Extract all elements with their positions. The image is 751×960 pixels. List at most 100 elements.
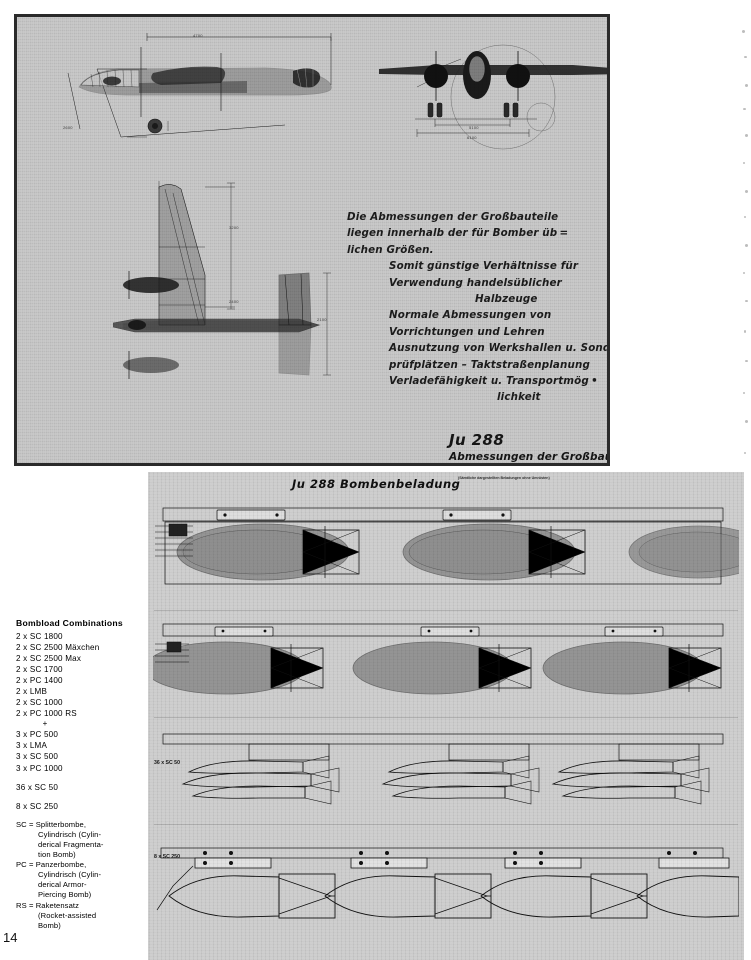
bomb-shape	[628, 525, 739, 579]
bombload-item: 3 x PC 1000	[16, 763, 63, 773]
figure-title: Ju 288	[449, 431, 505, 449]
caption-line: Halbzeuge	[475, 293, 538, 306]
scan-speckle	[744, 216, 746, 218]
caption-line: Ausnutzung von Werkshallen u. Sonder-	[389, 342, 610, 355]
glossary-definition-line: Piercing Bomb)	[38, 890, 92, 900]
glossary-term: SC = Splitterbombe,	[16, 819, 87, 829]
caption-line: lichkeit	[497, 391, 541, 404]
caption-line: Normale Abmessungen von	[389, 309, 552, 322]
side-elevation-drawing	[67, 33, 332, 138]
scan-speckle	[744, 56, 747, 58]
glossary-definition-line: Bomb)	[38, 920, 61, 930]
bomb-small	[324, 873, 492, 919]
scan-speckle	[743, 392, 745, 394]
glossary-definition-line: (Rocket-assisted	[38, 910, 97, 920]
scan-speckle	[745, 244, 748, 247]
glossary-term: PC = Panzerbombe,	[16, 860, 87, 870]
bombload-item: 3 x LMA	[16, 741, 48, 751]
dimension-label-plan-b: 2400	[229, 299, 239, 304]
glossary-entry: SC = Splitterbombe,Cylindrisch (Cylin-de…	[16, 820, 144, 860]
figure-title-block: Ju 288 Abmessungen der Großbauteile	[449, 431, 607, 463]
scan-speckle	[743, 272, 745, 274]
fuselage-plan	[113, 318, 320, 333]
scan-speckle	[745, 190, 748, 193]
scan-speckle	[745, 84, 748, 87]
top-figure-drawing-area: 4700 2600	[17, 17, 607, 463]
caption-line: lichen Größen.	[347, 243, 434, 256]
bombload-item: 3 x PC 500	[16, 730, 59, 740]
scan-speckle	[745, 300, 748, 302]
bomb-shape	[542, 641, 722, 695]
bombload-item: 2 x SC 2500 Mäxchen	[16, 642, 100, 652]
bombload-figure-title: Ju 288 Bombenbeladung	[292, 477, 461, 491]
bombload-group-c: 36 x SC 50	[16, 782, 144, 793]
scan-speckle	[745, 360, 748, 362]
bombload-panel-title: Bombload Combinations	[16, 618, 123, 628]
bombload-item: 2 x LMB	[16, 686, 48, 696]
scan-speckle	[745, 420, 748, 423]
caption-line: Somit günstige Verhältnisse für	[389, 260, 579, 273]
bombload-item: 8 x SC 250	[16, 801, 59, 811]
tailplane-plan	[278, 272, 312, 326]
bombload-item: 2 x PC 1000 RS	[16, 709, 77, 719]
bombload-item: 2 x SC 1000	[16, 698, 63, 708]
dimension-label-track: 5100	[469, 125, 479, 130]
row-3-label: 36 x SC 50	[154, 760, 180, 766]
bombload-row-1	[155, 507, 739, 585]
dimension-label-plan-a: 3200	[229, 225, 239, 230]
bombload-item: 2 x SC 1700	[16, 664, 63, 674]
caption-line: prüfplätzen – Taktstraßenplanung	[389, 358, 590, 371]
scan-speckle	[744, 452, 746, 454]
tail-fin	[293, 68, 321, 88]
wing-plan	[158, 184, 206, 326]
bombload-item: 3 x SC 500	[16, 752, 59, 762]
glossary-definition-line: derical Armor-	[38, 880, 87, 890]
bombload-item: 36 x SC 50	[16, 782, 59, 792]
dimension-label-length: 4700	[193, 33, 203, 38]
glossary-definition-line: Cylindrisch (Cylin-	[38, 870, 102, 880]
bomb-cluster	[181, 755, 340, 805]
dimension-label-span: 6100	[467, 135, 477, 140]
bomb-small	[168, 873, 336, 919]
caption-line: liegen innerhalb der für Bomber üb =	[347, 227, 569, 240]
dimension-label-plan-c: 2100	[317, 317, 327, 322]
glossary-definition-line: tion Bomb)	[38, 850, 76, 860]
bombload-row-4	[156, 847, 739, 919]
glossary-definition-line: Cylindrisch (Cylin-	[38, 829, 102, 839]
bomb-cluster	[551, 755, 710, 805]
bombload-group-d: 8 x SC 250	[16, 801, 144, 812]
bomb-small	[480, 873, 648, 919]
bomb-small	[636, 875, 739, 918]
glossary-term: RS = Raketensatz	[16, 900, 80, 910]
bombload-item: 2 x SC 2500 Max	[16, 653, 82, 663]
bombload-glossary: SC = Splitterbombe,Cylindrisch (Cylin-de…	[16, 820, 144, 931]
plan-view-drawing	[113, 181, 331, 379]
dimension-label-height: 2600	[63, 125, 73, 130]
front-elevation-drawing	[379, 44, 607, 150]
scan-speckle	[743, 108, 746, 110]
wing-front	[379, 65, 607, 75]
scan-speckle	[744, 330, 746, 333]
caption-line: Verwendung handelsüblicher	[389, 276, 562, 289]
scan-speckle	[743, 162, 745, 164]
bottom-figure-bombload: Ju 288 Bombenbeladung (Sämtliche dargest…	[148, 472, 744, 960]
bomb-shape	[402, 523, 586, 581]
bombload-item: 2 x PC 1400	[16, 675, 63, 685]
bomb-cluster	[381, 755, 540, 805]
scan-speckle	[742, 30, 745, 33]
bombload-row-3	[162, 733, 724, 805]
bombload-row-2	[153, 623, 724, 695]
glossary-definition-line: derical Fragmenta-	[38, 840, 104, 849]
bomb-shape	[352, 641, 532, 695]
bombload-item: 2 x SC 1800	[16, 631, 63, 641]
caption-line: Vorrichtungen und Lehren	[389, 325, 545, 338]
page-number: 14	[3, 930, 18, 945]
caption-line: Verladefähigkeit u. Transportmög •	[389, 375, 598, 388]
bombload-separator: +	[42, 719, 48, 729]
glossary-entry: PC = Panzerbombe,Cylindrisch (Cylin-deri…	[16, 860, 144, 900]
